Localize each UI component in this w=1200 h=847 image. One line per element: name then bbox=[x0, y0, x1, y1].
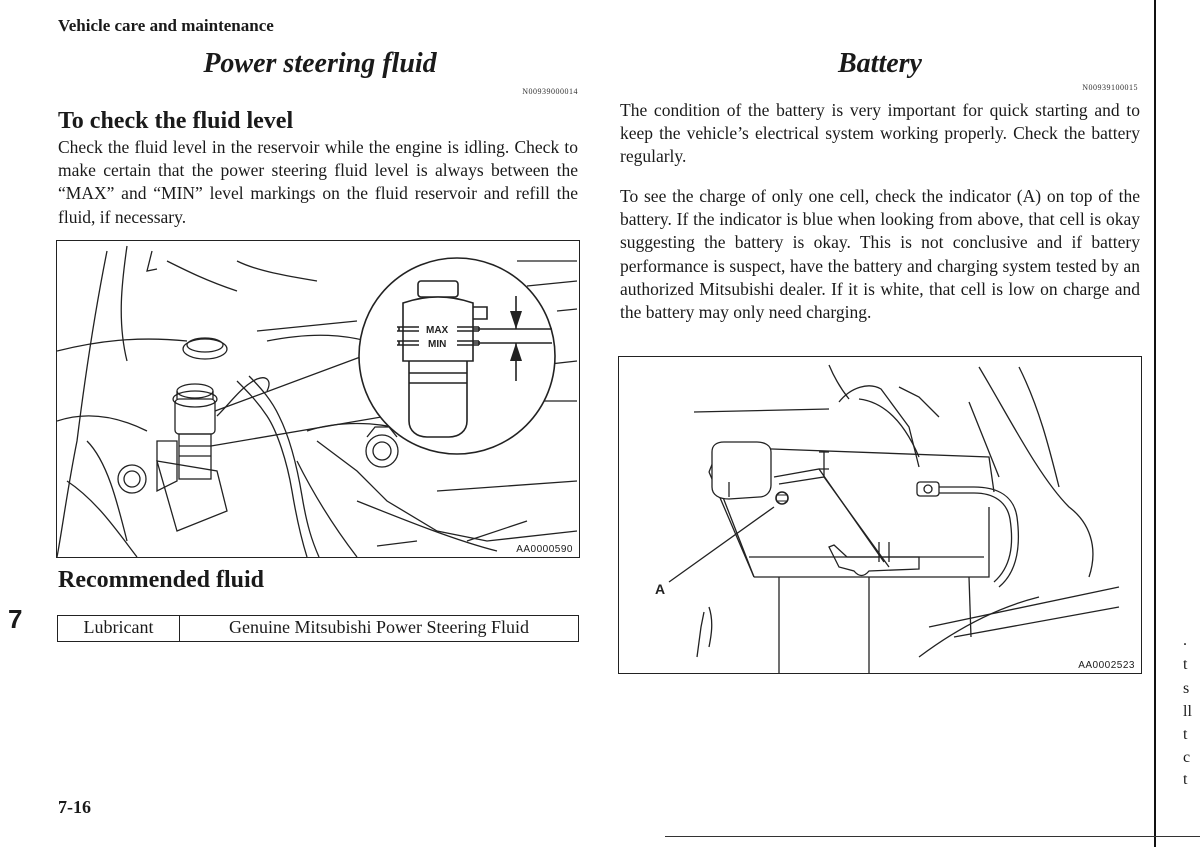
figure-code: AA0000590 bbox=[516, 544, 573, 555]
min-arrow-icon bbox=[510, 343, 522, 361]
battery-figure: A AA0002523 bbox=[618, 356, 1142, 674]
edge-fragment: c bbox=[1183, 749, 1191, 766]
engine-bay-illustration: MAX MIN bbox=[57, 245, 578, 557]
edge-fragment: t bbox=[1183, 656, 1188, 673]
battery-code: N00939100015 bbox=[1082, 83, 1138, 92]
battery-title: Battery bbox=[838, 48, 922, 79]
battery-illustration: A bbox=[655, 364, 1120, 673]
power-steering-code: N00939000014 bbox=[522, 87, 578, 96]
edge-fragment: s bbox=[1183, 680, 1190, 697]
min-label: MIN bbox=[428, 339, 446, 350]
recommended-fluid-heading: Recommended fluid bbox=[58, 567, 264, 593]
table-cell-label: Lubricant bbox=[57, 615, 180, 642]
check-fluid-heading: To check the fluid level bbox=[58, 108, 294, 134]
recommended-fluid-table: Lubricant Genuine Mitsubishi Power Steer… bbox=[57, 615, 579, 642]
section-header: Vehicle care and maintenance bbox=[58, 16, 274, 35]
battery-paragraph-1: The condition of the battery is very imp… bbox=[620, 100, 1140, 167]
power-steering-figure: MAX MIN AA0000590 bbox=[56, 240, 580, 558]
chapter-tab: 7 bbox=[8, 604, 23, 634]
edge-fragment: t bbox=[1183, 726, 1188, 743]
edge-fragment: . bbox=[1183, 632, 1187, 649]
edge-fragment: t bbox=[1183, 771, 1188, 788]
max-label: MAX bbox=[426, 325, 449, 336]
check-fluid-text: Check the fluid level in the reservoir w… bbox=[58, 137, 578, 227]
table-cell-value: Genuine Mitsubishi Power Steering Fluid bbox=[179, 615, 579, 642]
page-edge-divider bbox=[1154, 0, 1156, 847]
edge-fragment: ll bbox=[1183, 703, 1192, 720]
bottom-rule bbox=[665, 836, 1200, 837]
table-row: Lubricant Genuine Mitsubishi Power Steer… bbox=[57, 615, 579, 642]
page-number: 7-16 bbox=[58, 797, 91, 817]
indicator-label: A bbox=[655, 581, 665, 597]
battery-paragraph-2: To see the charge of only one cell, chec… bbox=[620, 186, 1140, 323]
max-arrow-icon bbox=[510, 311, 522, 329]
power-steering-title: Power steering fluid bbox=[203, 48, 437, 79]
figure-code: AA0002523 bbox=[1078, 660, 1135, 671]
